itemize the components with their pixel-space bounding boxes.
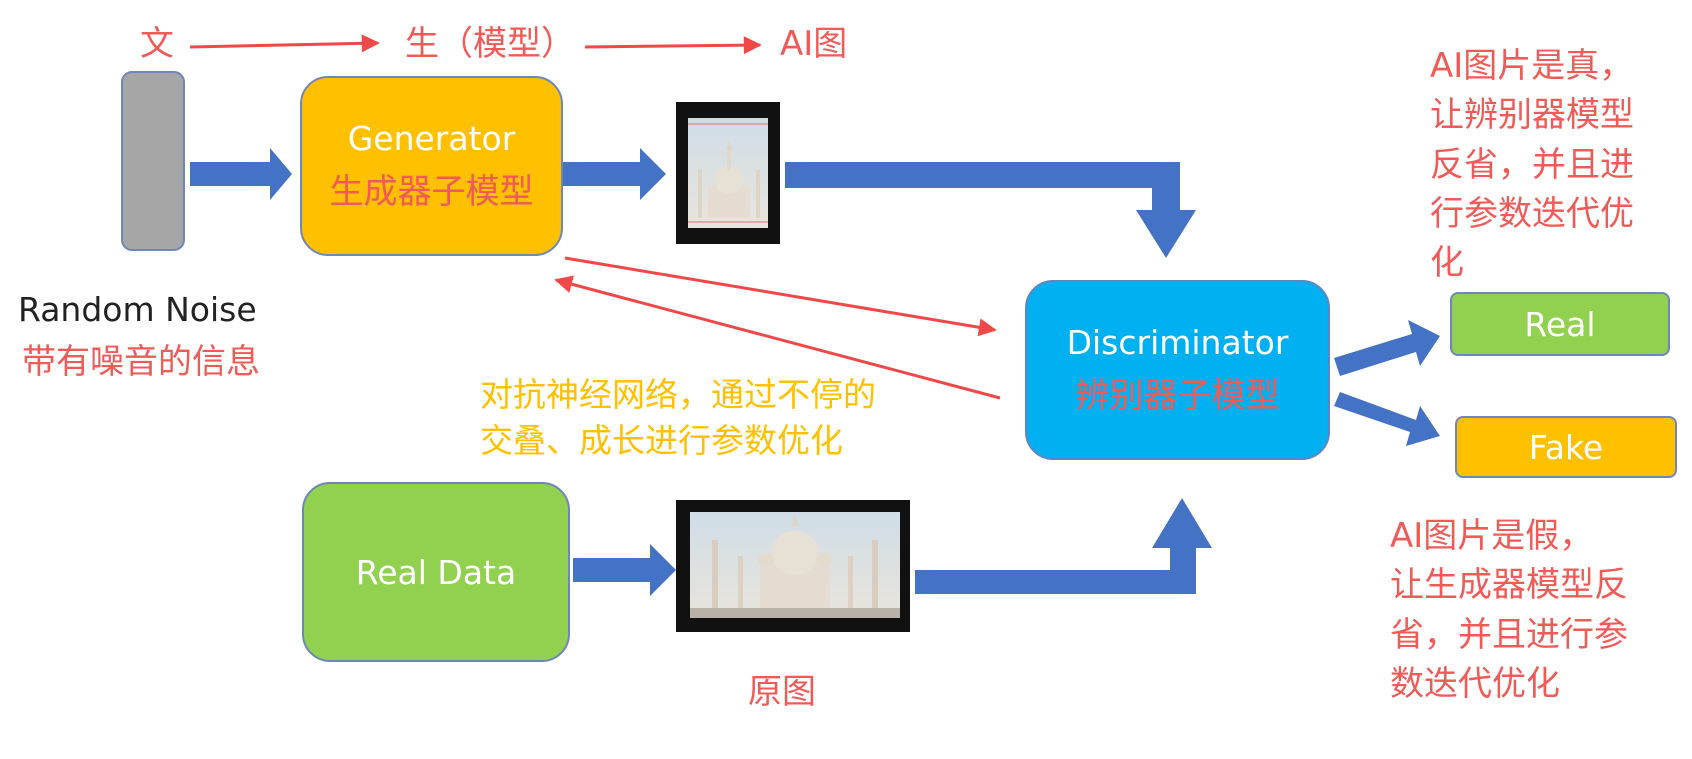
generator-label: Generator [347,119,516,158]
real-outcome-note-line: AI图片是真， [1430,46,1634,86]
fake-outcome-note-line: 省，并且进行参 [1390,614,1628,655]
discriminator-sublabel: 辨别器子模型 [1075,376,1280,416]
generator-sublabel: 生成器子模型 [329,172,534,212]
random-noise-label: Random Noise [18,290,257,329]
fake-outcome-note-line: 让生成器模型反 [1390,565,1628,606]
generated-image [676,102,780,244]
fake-outcome-box: Fake [1455,416,1677,478]
real-outcome-note-line: 让辨别器模型 [1430,95,1634,136]
real-data-label: Real Data [355,552,517,592]
model-to-ai-image-arrow [584,36,762,55]
discriminator-label: Discriminator [1066,323,1289,362]
text-label: 文 [140,24,174,64]
discriminator-to-fake-arrow [1334,392,1440,446]
adversarial-note-line: 交叠、成长进行参数优化 [480,421,843,461]
discriminator-block: Discriminator 辨别器子模型 [1025,280,1330,460]
fake-outcome-note-line: 数迭代优化 [1390,663,1560,704]
real-data-to-image-arrow [573,544,676,596]
model-label: 生（模型） [405,24,575,64]
random-noise-sublabel: 带有噪音的信息 [22,342,260,382]
fake-outcome-note: AI图片是假， 让生成器模型反 省，并且进行参 数迭代优化 [1390,512,1628,709]
text-to-model-arrow [189,34,380,53]
real-image-to-discriminator-arrow [915,498,1212,594]
discriminator-to-real-arrow [1334,320,1440,376]
real-outcome-box: Real [1450,292,1670,356]
generator-to-discriminator-arrow [564,256,997,337]
real-outcome-note-line: 反省，并且进 [1430,144,1634,185]
ai-image-to-discriminator-arrow [785,162,1196,258]
discriminator-to-generator-arrow [554,275,1001,400]
original-image-caption: 原图 [748,672,816,712]
real-outcome-note-line: 化 [1430,243,1464,284]
real-outcome-note-line: 行参数迭代优 [1430,193,1634,234]
original-image [676,500,910,632]
real-outcome-note: AI图片是真， 让辨别器模型 反省，并且进 行参数迭代优 化 [1430,42,1634,288]
noise-bar [121,71,185,251]
noise-to-generator-arrow [190,148,292,200]
fake-outcome-note-line: AI图片是假， [1390,516,1594,556]
real-data-block: Real Data [302,482,570,662]
generator-block: Generator 生成器子模型 [300,76,563,256]
ai-image-label: AI图 [780,24,848,64]
adversarial-note: 对抗神经网络，通过不停的 交叠、成长进行参数优化 [480,372,876,464]
generator-to-image-arrow [563,148,666,200]
adversarial-note-line: 对抗神经网络，通过不停的 [480,375,876,414]
